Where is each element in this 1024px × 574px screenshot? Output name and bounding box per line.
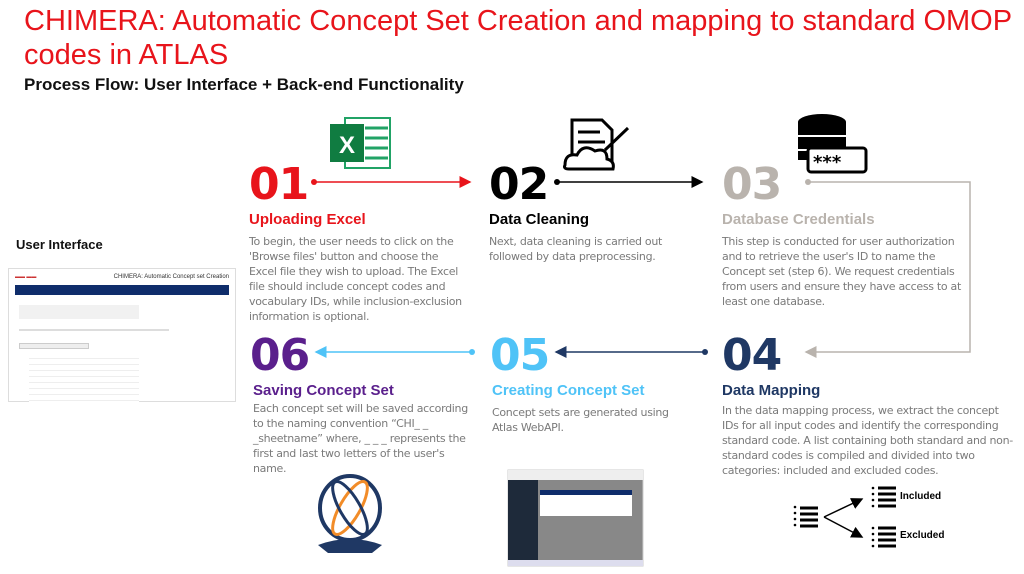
step-description: This step is conducted for user authoriz… [722,235,961,308]
step-02: 02 Data Cleaning Next, data cleaning is … [489,163,689,264]
arrow-03-04 [804,179,971,358]
svg-text:X: X [339,132,355,159]
step-label: Creating Concept Set [492,382,645,399]
step-description: Concept sets are generated using Atlas W… [492,406,669,434]
step-label: Saving Concept Set [253,382,394,399]
step-number: 03 [722,159,782,210]
atlas-logo [318,474,382,553]
step-04: 04 Data Mapping In the data mapping proc… [722,334,1017,478]
step-01: 01 Uploading Excel To begin, the user ne… [249,163,469,324]
step-number: 04 [722,330,782,381]
subtitle: Process Flow: User Interface + Back-end … [24,75,464,94]
step-label: Data Cleaning [489,211,590,228]
excel-icon: X [330,117,391,169]
excluded-label: Excluded [900,530,945,541]
user-interface-thumbnail: ▬▬ ▬▬ CHIMERA: Automatic Concept set Cre… [8,268,236,403]
database-password-icon: *** [798,114,868,174]
arrow-02-03 [554,176,704,188]
arrow-04-05 [554,346,708,358]
arrow-05-06 [314,346,475,358]
step-05: 05 Creating Concept Set Concept sets are… [490,334,710,435]
thumb-logo: ▬▬ ▬▬ [15,274,37,280]
step-description: To begin, the user needs to click on the… [249,235,462,323]
step-03: 03 Database Credentials This step is con… [722,163,972,309]
step-number: 02 [489,159,549,210]
step-label: Data Mapping [722,382,821,399]
page-title: CHIMERA: Automatic Concept Set Creation … [24,5,1012,71]
step-number: 06 [250,330,310,381]
list-split-icon [793,486,896,548]
step-label: Uploading Excel [249,211,366,228]
step-description: Each concept set will be saved according… [253,402,468,475]
step-description: In the data mapping process, we extract … [722,404,1013,477]
included-label: Included [900,491,942,502]
atlas-screenshot [507,469,644,567]
step-description: Next, data cleaning is carried out follo… [489,235,663,263]
step-label: Database Credentials [722,211,875,228]
user-interface-label: User Interface [16,237,103,252]
step-number: 01 [249,159,309,210]
svg-text:***: *** [813,152,842,173]
arrow-01-02 [311,176,472,188]
step-number: 05 [490,330,550,381]
document-cleaning-icon [563,118,630,171]
thumb-title: CHIMERA: Automatic Concept set Creation [113,274,229,280]
step-06: 06 Saving Concept Set Each concept set w… [250,334,475,476]
